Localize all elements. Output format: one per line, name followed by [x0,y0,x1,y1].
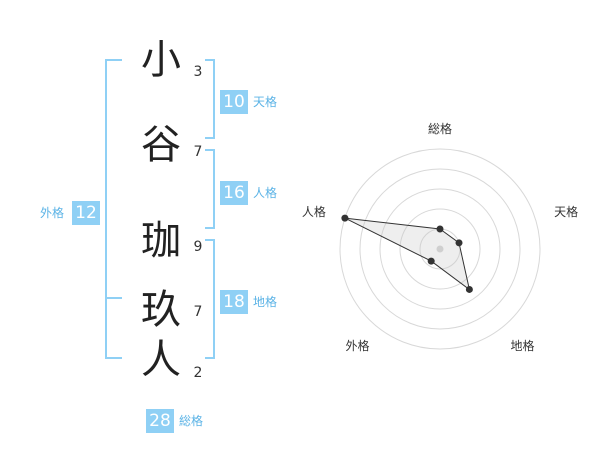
jinkaku-bracket [205,149,215,229]
tenkaku-value: 10 [220,90,248,114]
radar-area [344,217,471,291]
stroke-count-3: 9 [193,239,203,255]
tenkaku-bracket [205,59,215,139]
radar-point-2 [455,239,463,247]
stroke-count-2: 7 [193,144,203,160]
chikaku-value: 18 [220,290,248,314]
radar-ring-5 [339,148,541,350]
radar-ring-2 [399,208,481,290]
name-char-2: 谷 [141,122,181,168]
radar-ring-4 [359,168,521,330]
radar-axis-label-5: 人格 [302,204,326,219]
radar-point-4 [427,257,435,265]
tenkaku-label: 天格 [253,95,278,109]
stroke-count-5: 2 [193,365,203,381]
radar-point-5 [341,214,349,222]
name-char-5: 人 [141,337,181,383]
chikaku-label: 地格 [253,295,278,309]
jinkaku-label: 人格 [253,186,278,200]
gaikaku-value: 12 [72,201,100,225]
radar-axis-label-3: 地格 [511,338,535,353]
chikaku-bracket [205,239,215,359]
radar-center-dot [436,245,444,253]
name-char-1: 小 [141,37,181,83]
stroke-count-1: 3 [193,64,203,80]
radar-axis-label-4: 外格 [345,338,369,353]
radar-point-1 [436,225,444,233]
name-char-4: 玖 [141,287,181,333]
jinkaku-value: 16 [220,181,248,205]
stroke-count-4: 7 [193,304,203,320]
gaikaku-bracket [105,59,122,359]
soukaku-value: 28 [146,409,174,433]
radar-axis-label-1: 総格 [428,121,452,136]
radar-axis-label-2: 天格 [554,204,578,219]
radar-point-3 [465,285,473,293]
name-char-3: 珈 [141,218,181,264]
soukaku-label: 総格 [179,414,204,428]
gaikaku-label: 外格 [40,206,65,220]
radar-ring-3 [379,188,501,310]
